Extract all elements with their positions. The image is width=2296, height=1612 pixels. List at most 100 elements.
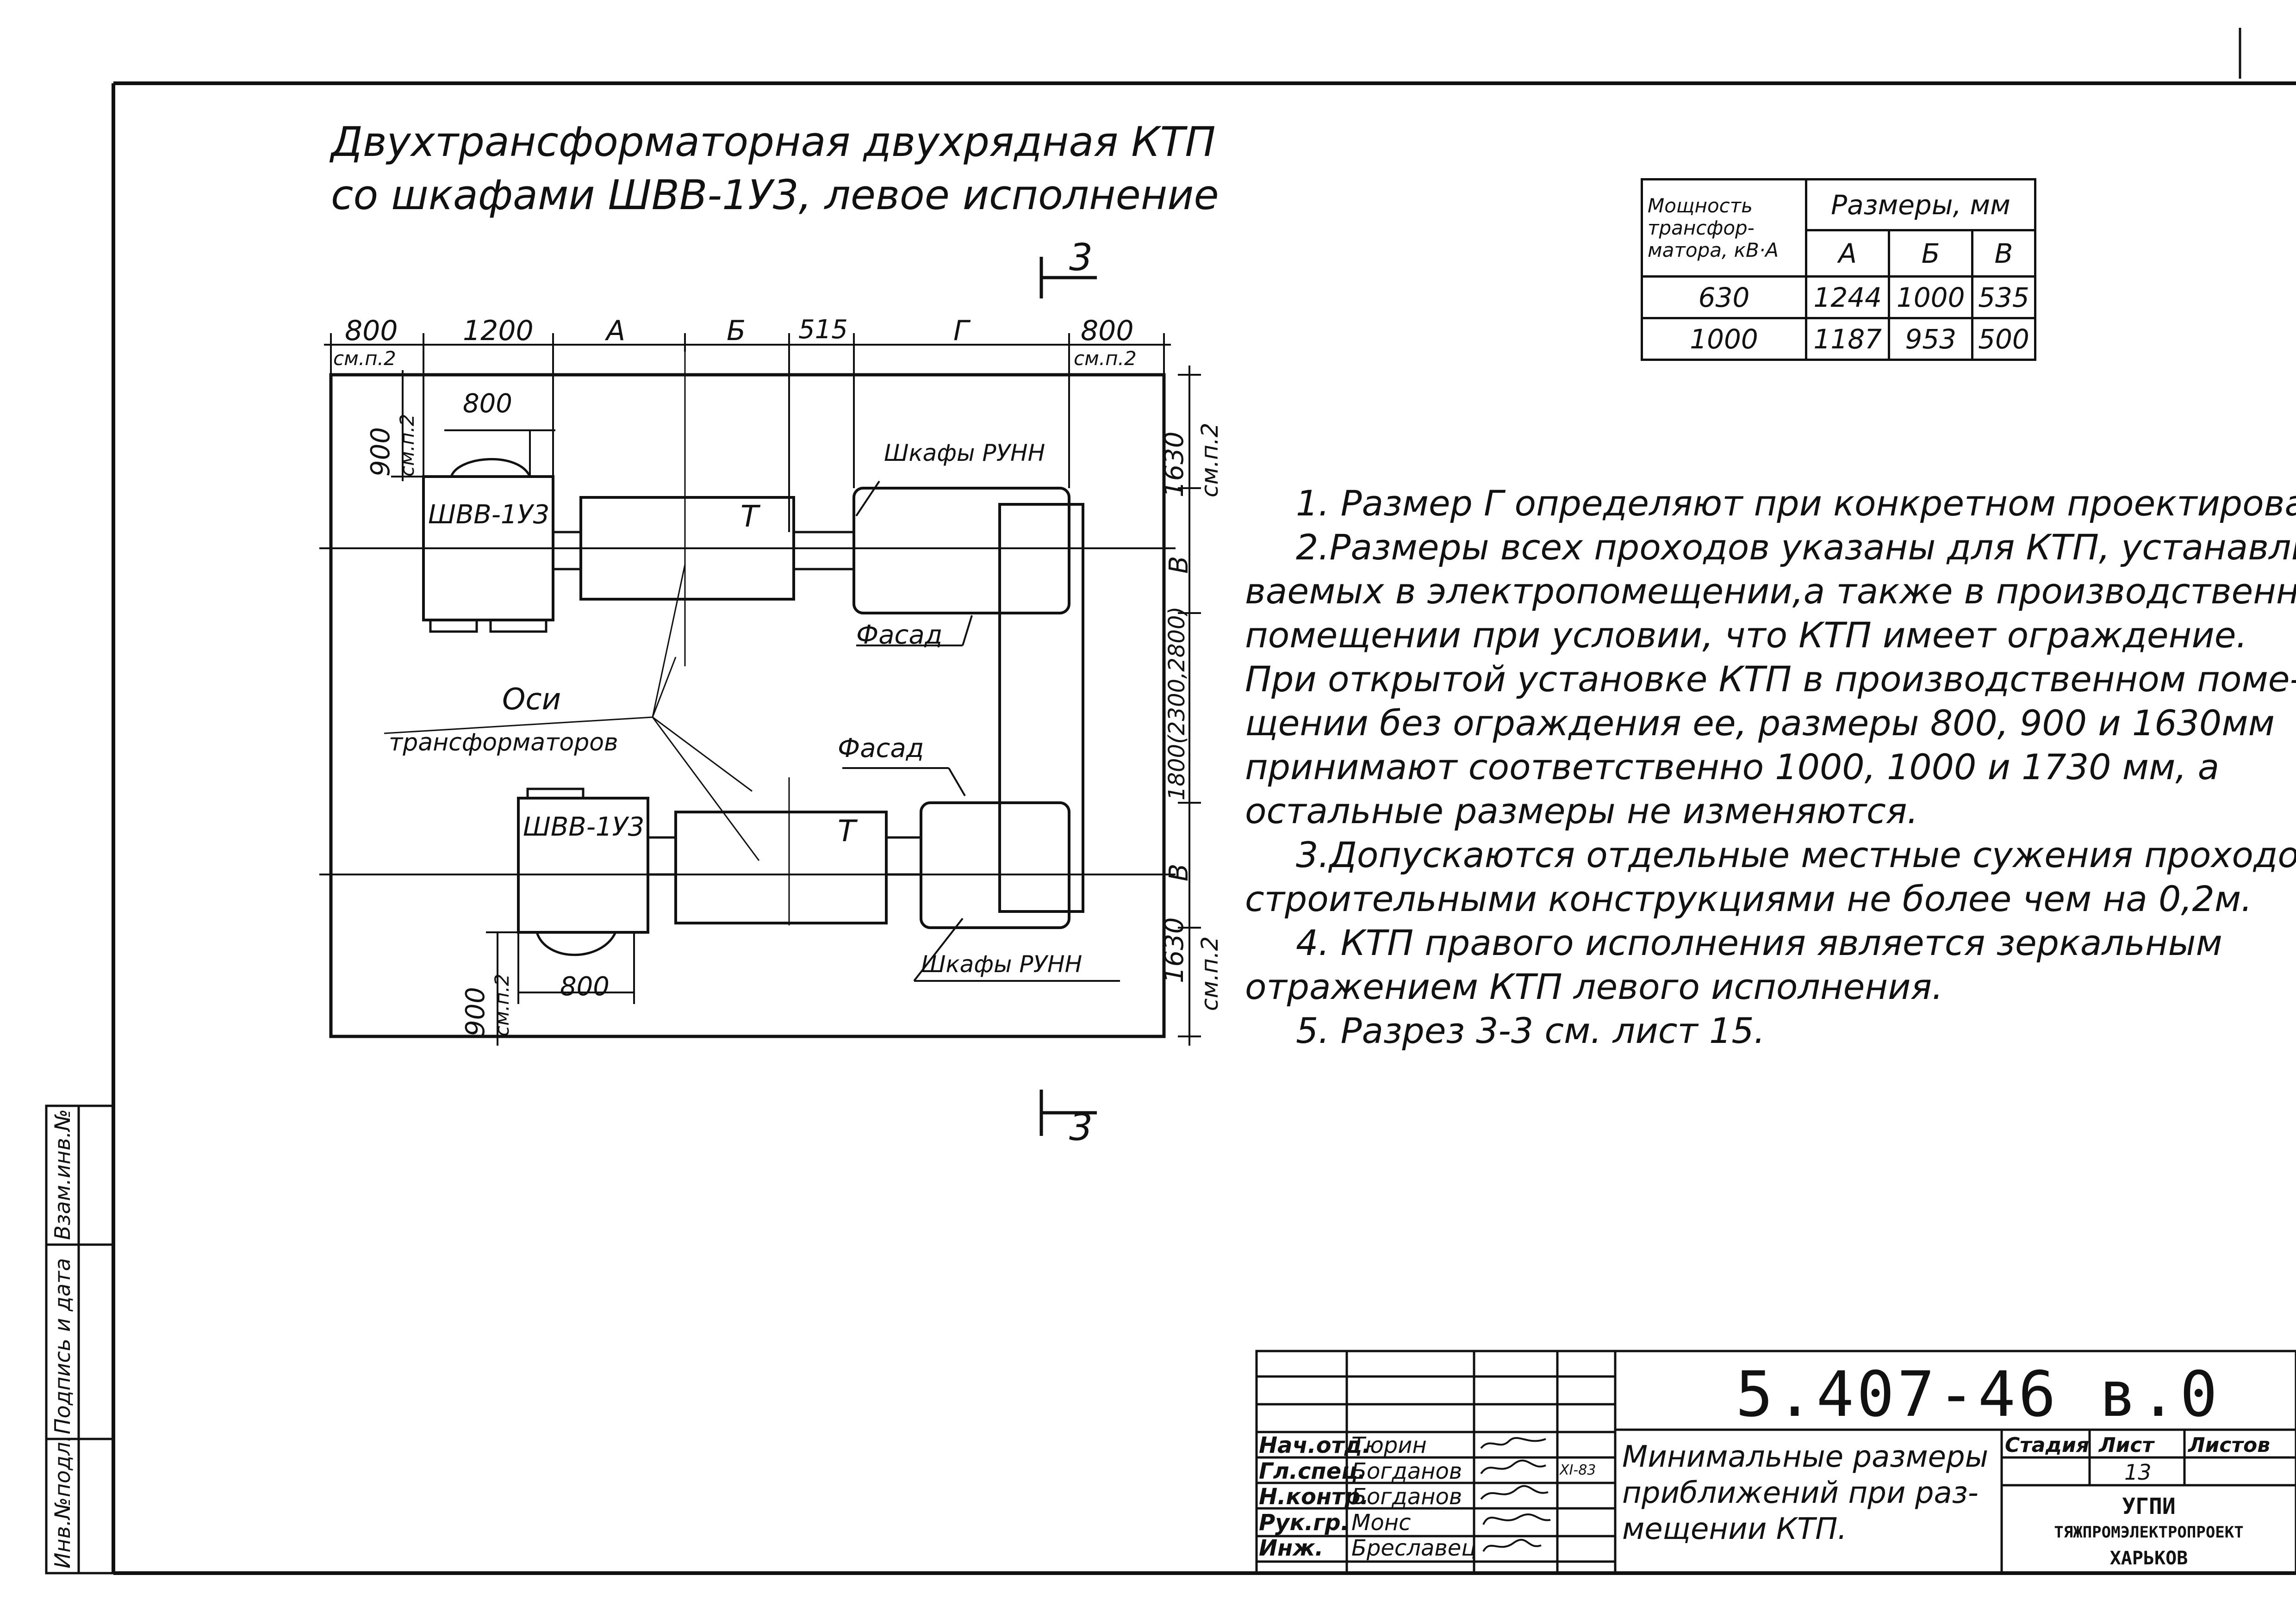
table-cell-v: 535 [1971, 275, 2037, 319]
note-line: 1. Размер Г определяют при конкретном пр… [1296, 483, 2296, 524]
side-stamp-signature: Подпись и дата [50, 1258, 75, 1434]
left-dimension-lines [391, 370, 635, 1046]
table-row: 1000 1187 953 500 [1641, 317, 2037, 361]
note-line: 5. Разрез 3-3 см. лист 15. [1296, 1010, 1765, 1051]
signatures [1480, 1437, 1551, 1552]
organization-line: ХАРЬКОВ [2109, 1548, 2188, 1569]
side-stamp-box [45, 1104, 115, 1575]
person-name: Тюрин [1351, 1432, 1427, 1458]
left-dim-bottom-note: см.п.2 [491, 973, 513, 1036]
document-title: Минимальные размеры приближений при раз-… [1622, 1439, 1988, 1547]
title-block-names: Тюрин Богданов Богданов Монс Бреславец [1351, 1432, 1476, 1562]
transformer-label-top: Т [740, 500, 759, 534]
note-line: строительными конструкциями не более чем… [1245, 878, 2252, 919]
signature-mark [1482, 1539, 1542, 1552]
organization: УГПИ ТЯЖПРОМЭЛЕКТРОПРОЕКТ ХАРЬКОВ [2002, 1494, 2296, 1571]
cabinet-label-bottom: ШВВ-1У3 [523, 812, 645, 842]
cabinet-label-top: ШВВ-1У3 [428, 500, 550, 530]
section-mark-top: 3 [1069, 236, 1093, 279]
signature-mark [1480, 1485, 1549, 1500]
right-dim-1630-top: 1630 [1159, 431, 1189, 497]
power-dimension-table: Мощность трансфор-матора, кВ·А Размеры, … [1641, 178, 2037, 361]
organization-line: ТЯЖПРОМЭЛЕКТРОПРОЕКТ [2054, 1523, 2244, 1542]
top-dimension-chain [324, 333, 1171, 532]
person-name: Богданов [1351, 1458, 1462, 1484]
right-dim-1630-bottom: 1630 [1159, 917, 1189, 983]
right-dim-1800: 1800(2300,2800) [1164, 606, 1190, 800]
table-cell-v: 500 [1971, 317, 2037, 361]
drawing-title-line2: со шкафами ШВВ-1У3, левое исполнение [331, 171, 1219, 219]
room-outline [329, 373, 1166, 1038]
document-code: 5.407-46 в.0 [1736, 1358, 2221, 1431]
dim-top-515: 515 [798, 315, 848, 345]
facade-label-bottom: Фасад [838, 733, 924, 763]
note-line: отражением КТП левого исполнения. [1245, 966, 1943, 1007]
note-line: помещении при условии, что КТП имеет огр… [1245, 614, 2247, 656]
facade-label-top: Фасад [856, 620, 943, 650]
role-label: Гл.спец. [1259, 1458, 1366, 1484]
right-dim-note-top: см.п.2 [1196, 422, 1223, 498]
note-line: остальные размеры не изменяются. [1245, 790, 1918, 831]
sheets-label: Листов [2188, 1433, 2271, 1457]
dim-top-note-right: см.п.2 [1074, 347, 1137, 370]
note-line: 3.Допускаются отдельные местные сужения … [1296, 834, 2296, 875]
signature-mark [1480, 1437, 1546, 1449]
bottom-row-equipment [517, 787, 1070, 956]
table-header-dimensions: Размеры, мм [1805, 178, 2036, 231]
role-label: Нач.отд. [1259, 1432, 1371, 1458]
person-name: Богданов [1351, 1484, 1462, 1510]
document-title-line: приближений при раз- [1622, 1476, 1979, 1510]
table-cell-b: 1000 [1888, 275, 1973, 319]
top-row-equipment [422, 430, 1084, 913]
runn-label-top: Шкафы РУНН [884, 440, 1045, 466]
title-block-grid [1255, 1350, 2296, 1575]
axes-label-line1: Оси [502, 682, 561, 717]
role-label: Н.контр. [1259, 1484, 1369, 1510]
person-name: Монс [1351, 1509, 1411, 1536]
axis-lines [319, 547, 1176, 875]
door-width-top: 800 [463, 389, 512, 419]
table-cell-b: 953 [1888, 317, 1973, 361]
side-stamp-inv: Инв.№подл. [50, 1435, 75, 1569]
table-header-power: Мощность трансфор-матора, кВ·А [1641, 178, 1807, 278]
role-label: Рук.гр. [1259, 1509, 1349, 1536]
section-mark-lines [1039, 257, 1097, 1136]
left-dim-top-note: см.п.2 [396, 414, 418, 477]
side-stamp-replacement: Взам.инв.№ [50, 1109, 75, 1240]
right-dimension-chain [1178, 366, 1201, 1046]
sheet-number: 13 [2124, 1460, 2152, 1485]
table-row: 630 1244 1000 535 [1641, 275, 2037, 319]
section-mark-bottom: 3 [1069, 1106, 1093, 1149]
right-dim-note-bottom: см.п.2 [1196, 936, 1223, 1011]
table-cell-a: 1187 [1804, 317, 1891, 361]
left-dim-bottom-900: 900 [460, 987, 491, 1036]
left-dim-top-900: 900 [366, 427, 396, 477]
document-title-line: Минимальные размеры [1622, 1440, 1989, 1474]
dim-top-800-right: 800 [1081, 315, 1134, 347]
note-line: При открытой установке КТП в производств… [1245, 658, 2296, 700]
note-line: 2.Размеры всех проходов указаны для КТП,… [1296, 527, 2296, 568]
person-name: Бреславец [1351, 1535, 1476, 1561]
signature-mark [1482, 1513, 1551, 1525]
approval-date: XI-83 [1560, 1462, 1596, 1478]
note-line: ваемых в электропомещении,а также в прои… [1245, 570, 2296, 612]
organization-line: УГПИ [2122, 1494, 2176, 1519]
role-label: Инж. [1259, 1535, 1324, 1561]
notes-block: 1. Размер Г определяют при конкретном пр… [1245, 481, 2296, 1053]
sheet-label: Лист [2099, 1433, 2154, 1457]
right-dim-v-top: В [1164, 556, 1194, 574]
table-col-a: А [1804, 229, 1891, 278]
dim-top-1200: 1200 [463, 315, 534, 347]
runn-label-bottom: Шкафы РУНН [921, 951, 1083, 978]
table-col-b: Б [1888, 229, 1973, 278]
note-line: принимают соответственно 1000, 1000 и 17… [1245, 746, 2220, 787]
label-leaders [842, 480, 1120, 982]
document-title-line: мещении КТП. [1622, 1512, 1847, 1546]
table-cell-power: 1000 [1641, 317, 1807, 361]
table-cell-a: 1244 [1804, 275, 1891, 319]
transformer-label-bottom: Т [838, 814, 856, 849]
note-line: 4. КТП правого исполнения является зерка… [1296, 922, 2222, 963]
axes-label-line2: трансформаторов [389, 729, 618, 756]
dim-top-b: Б [727, 315, 746, 347]
